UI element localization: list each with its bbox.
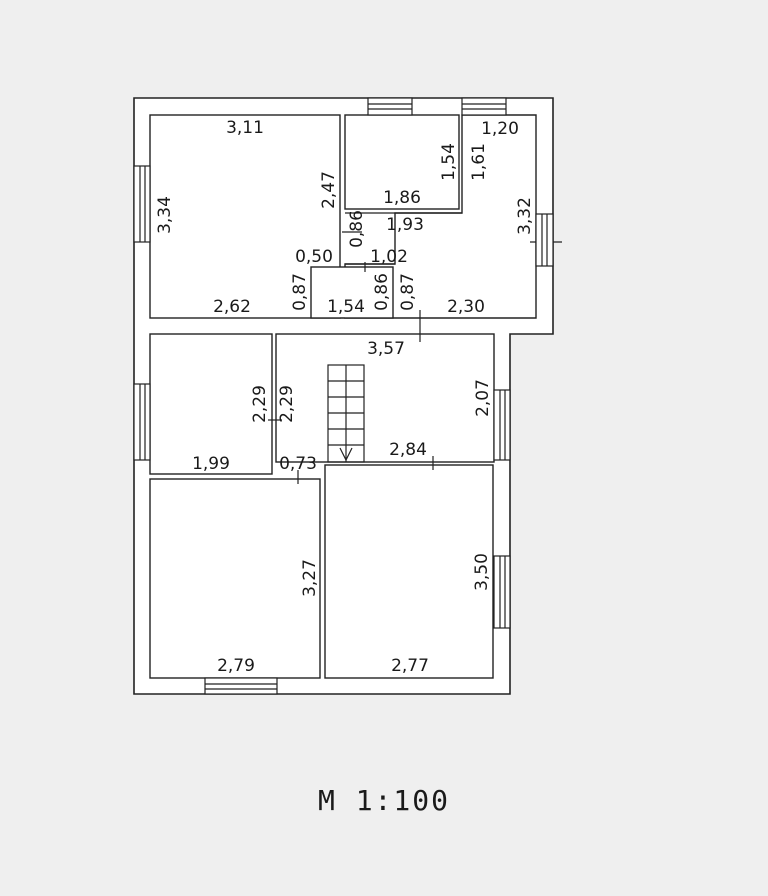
dim-label: 1,54 <box>327 297 365 317</box>
dim-label: 2,62 <box>213 297 251 317</box>
window-top-2 <box>461 97 507 116</box>
room-bath <box>310 266 394 319</box>
room-top-small <box>344 114 460 210</box>
dim-label: 3,57 <box>367 339 405 359</box>
room-bottom-right <box>324 464 494 679</box>
dim-label: 0,86 <box>372 273 392 311</box>
window-right-top <box>535 213 554 267</box>
scale-label: М 1:100 <box>317 784 450 817</box>
window-top-1 <box>367 97 413 116</box>
window-bottom <box>204 677 278 695</box>
dim-label: 3,11 <box>226 118 264 138</box>
window-left-2 <box>133 383 151 461</box>
dim-label: 0,86 <box>347 210 367 248</box>
dim-label: 3,32 <box>515 197 535 235</box>
dim-label: 2,29 <box>250 385 270 423</box>
window-right-1 <box>493 389 511 461</box>
dim-label: 1,61 <box>469 143 489 181</box>
dim-label: 2,07 <box>473 379 493 417</box>
dim-label: 3,27 <box>300 559 320 597</box>
dim-label: 2,79 <box>217 656 255 676</box>
dim-label: 0,87 <box>398 273 418 311</box>
dim-label: 0,73 <box>279 454 317 474</box>
dim-label: 1,99 <box>192 454 230 474</box>
dim-label: 0,50 <box>295 247 333 267</box>
dim-label: 2,47 <box>319 171 339 209</box>
staircase <box>327 364 365 463</box>
dim-label: 1,02 <box>370 247 408 267</box>
dim-label: 0,87 <box>290 273 310 311</box>
dim-label: 1,86 <box>383 188 421 208</box>
floor-plan: 3,11 3,34 2,47 2,62 1,54 1,86 1,20 1,61 … <box>133 97 562 695</box>
room-mid-left <box>149 333 273 475</box>
dim-label: 1,93 <box>386 215 424 235</box>
dim-label: 1,54 <box>439 143 459 181</box>
window-left-1 <box>133 165 151 243</box>
room-bottom-left <box>149 478 321 679</box>
room-hall <box>275 333 495 463</box>
dim-label: 3,34 <box>155 196 175 234</box>
dim-label: 2,29 <box>277 385 297 423</box>
room-top-left <box>149 114 341 319</box>
dim-label: 2,30 <box>447 297 485 317</box>
dim-label: 1,20 <box>481 119 519 139</box>
dim-label: 3,50 <box>472 553 492 591</box>
dim-label: 2,77 <box>391 656 429 676</box>
window-right-2 <box>493 555 511 629</box>
dim-label: 2,84 <box>389 440 427 460</box>
